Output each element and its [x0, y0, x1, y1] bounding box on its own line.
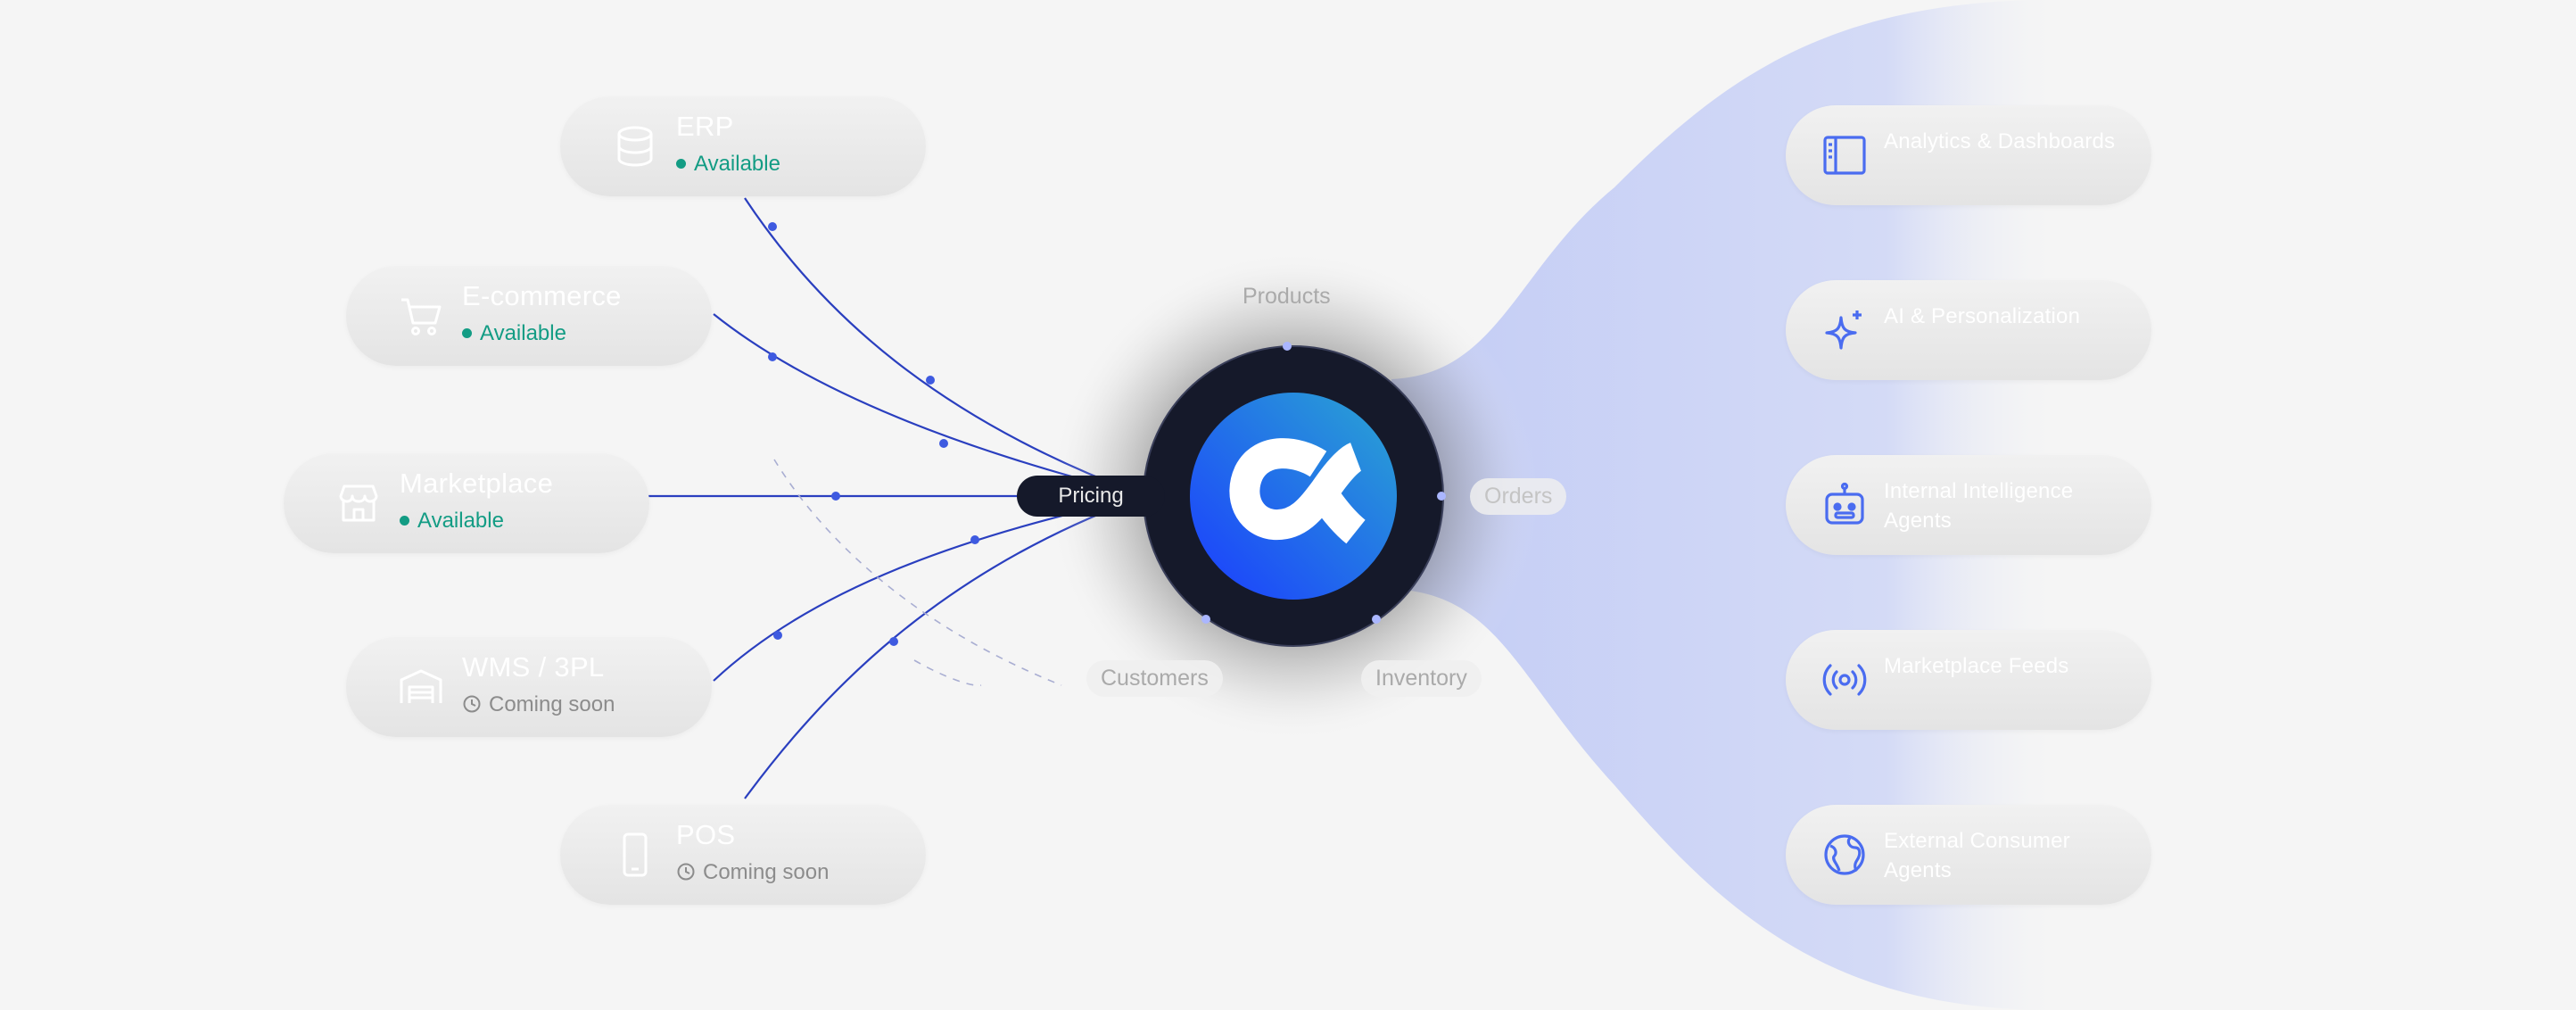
products-label: Products: [1243, 284, 1331, 309]
output-agents[interactable]: Internal Intelligence Agents: [1786, 455, 2151, 555]
sparkle-icon: [1825, 310, 1862, 350]
status-text: Coming soon: [703, 860, 830, 884]
inventory-label: Inventory: [1361, 660, 1482, 697]
output-title: Analytics & Dashboards: [1884, 129, 2116, 153]
orders-label: Orders: [1470, 478, 1567, 515]
source-title: ERP: [676, 111, 734, 142]
source-title: E-commerce: [462, 280, 622, 311]
status-text: Available: [694, 152, 780, 176]
shopping-cart-icon: [401, 298, 442, 335]
source-status: Available: [400, 509, 504, 534]
source-pos[interactable]: POS Coming soon: [560, 805, 926, 905]
clock-icon: [677, 863, 695, 881]
robot-icon: [1825, 482, 1864, 525]
customers-label: Customers: [1086, 660, 1223, 697]
dashboard-panel-icon: [1823, 136, 1866, 175]
hub-logo-disc: [1190, 393, 1397, 600]
smartphone-icon: [623, 832, 648, 877]
connector-dot: [768, 352, 777, 361]
connector-dots: [768, 222, 979, 646]
connector-dot: [768, 222, 777, 231]
connector-dot: [773, 631, 782, 640]
storefront-icon: [339, 484, 378, 522]
globe-icon: [1824, 834, 1865, 875]
output-title: External Consumer Agents: [1884, 829, 2070, 882]
output-ai[interactable]: AI & Personalization: [1786, 280, 2151, 380]
output-title: AI & Personalization: [1884, 304, 2081, 328]
hub-dot-bottom-left: [1201, 615, 1210, 624]
output-title: Internal Intelligence Agents: [1884, 479, 2074, 533]
guide-arcs: [773, 459, 1062, 687]
source-erp[interactable]: ERP Available: [560, 96, 926, 196]
source-status: Coming soon: [676, 860, 829, 885]
broadcast-icon: [1822, 664, 1867, 696]
status-text: Available: [417, 509, 504, 533]
source-title: WMS / 3PL: [462, 651, 605, 683]
source-title: Marketplace: [400, 468, 554, 499]
clock-icon: [463, 695, 481, 713]
source-title: POS: [676, 819, 736, 850]
output-feeds[interactable]: Marketplace Feeds: [1786, 630, 2151, 730]
status-dot-icon: [676, 159, 686, 169]
source-status: Coming soon: [462, 692, 615, 717]
connector-dot: [970, 535, 979, 544]
source-ecommerce[interactable]: E-commerce Available: [346, 266, 712, 366]
output-analytics[interactable]: Analytics & Dashboards: [1786, 105, 2151, 205]
hub-dot-bottom-right: [1372, 615, 1381, 624]
status-dot-icon: [400, 516, 409, 526]
output-consumer[interactable]: External Consumer Agents: [1786, 805, 2151, 905]
connector-dot: [889, 637, 898, 646]
status-text: Available: [480, 321, 566, 345]
infinity-logo-icon: [1229, 438, 1366, 544]
status-text: Coming soon: [489, 692, 615, 716]
source-wms[interactable]: WMS / 3PL Coming soon: [346, 637, 712, 737]
database-icon: [617, 126, 653, 167]
warehouse-icon: [400, 669, 442, 703]
pricing-badge[interactable]: Pricing: [1017, 476, 1165, 517]
connector-dot: [926, 376, 935, 385]
hub-dot-right: [1437, 492, 1446, 501]
source-marketplace[interactable]: Marketplace Available: [284, 453, 649, 553]
source-status: Available: [462, 321, 566, 346]
status-dot-icon: [462, 328, 472, 338]
connector-dot: [831, 492, 840, 501]
connector-dot: [939, 439, 948, 448]
hub-dot-top: [1283, 342, 1292, 351]
output-fan: [1391, 0, 2052, 1010]
output-title: Marketplace Feeds: [1884, 654, 2069, 678]
source-status: Available: [676, 152, 780, 177]
